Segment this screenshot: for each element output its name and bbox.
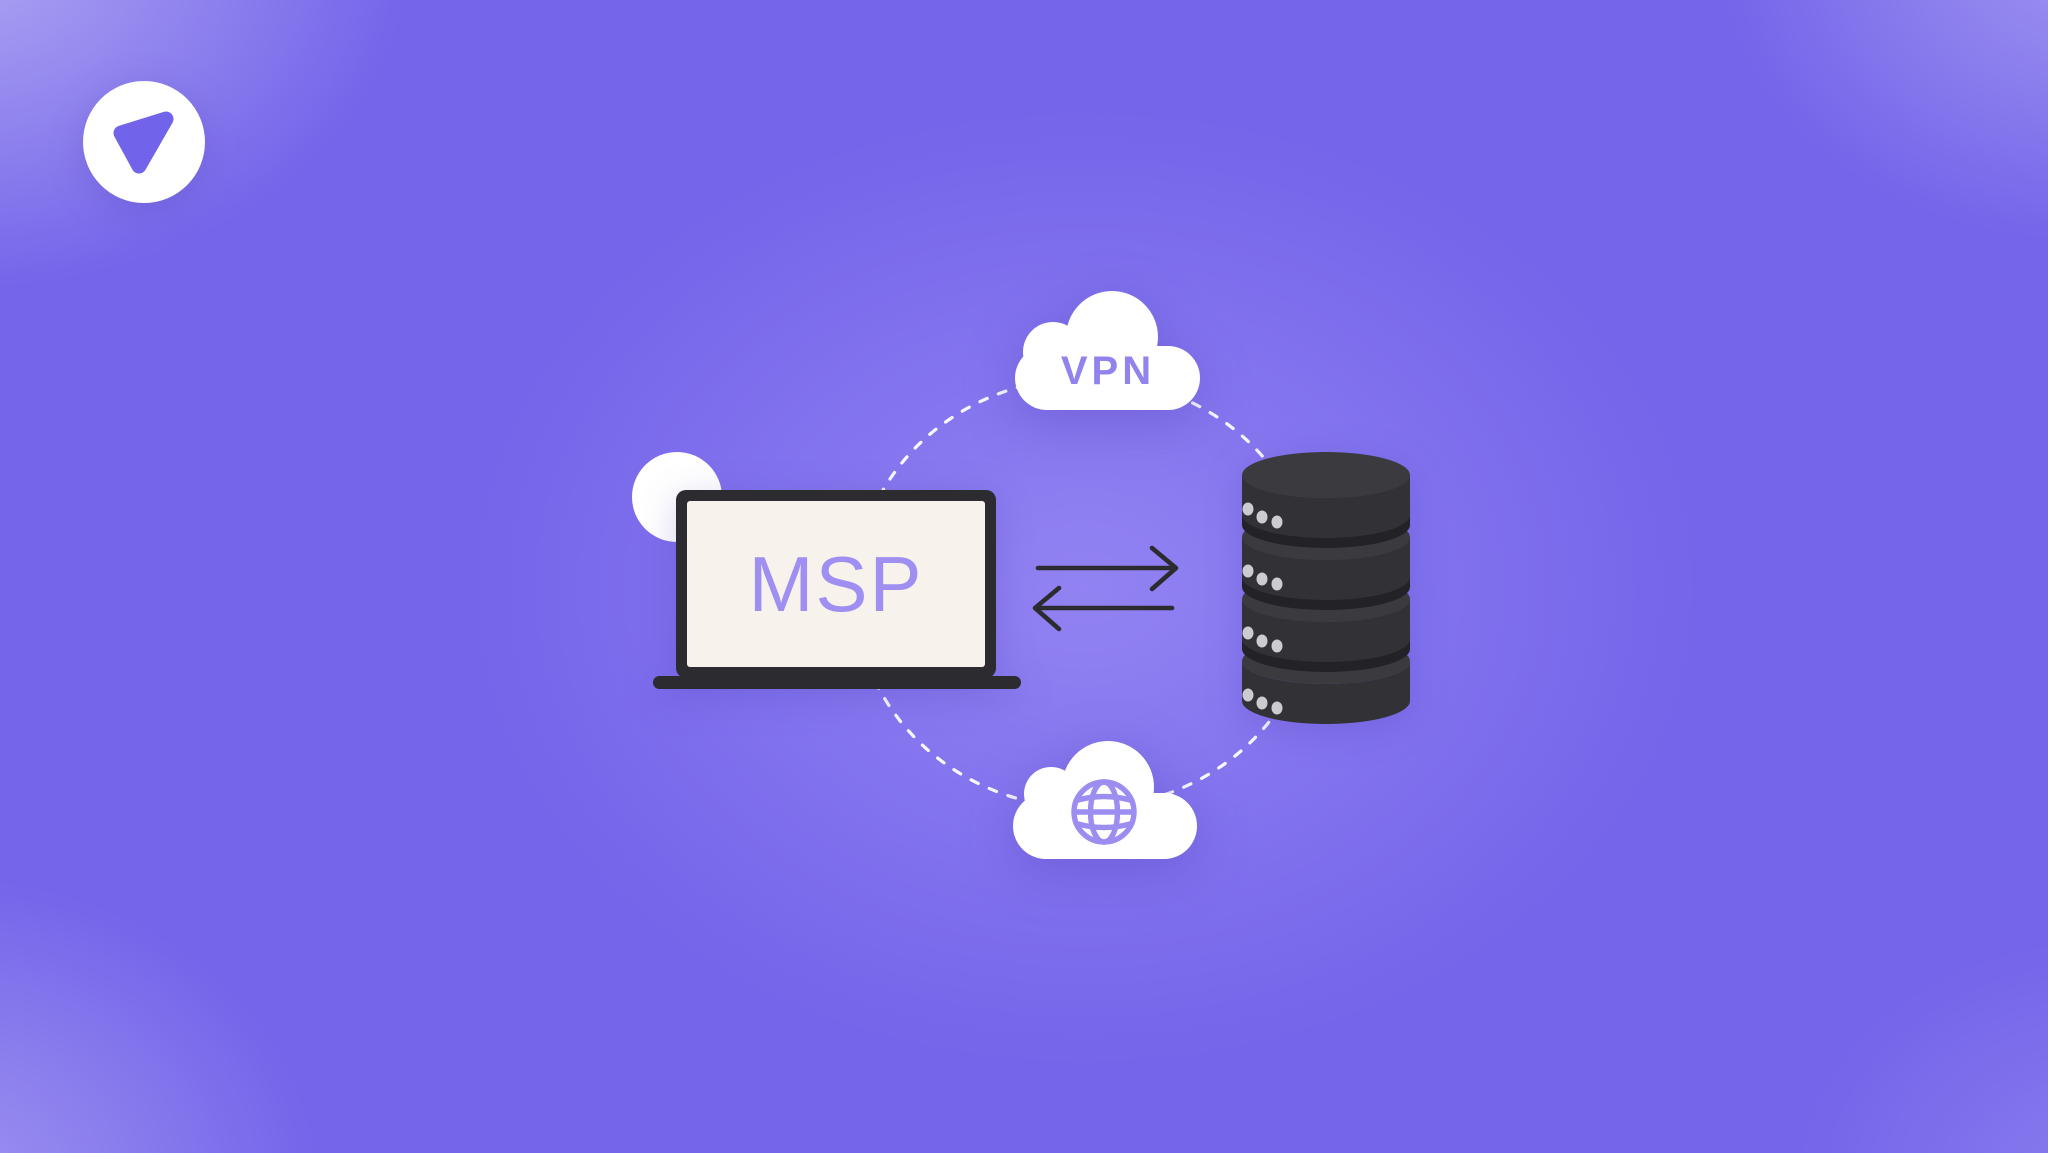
server-led [1271, 639, 1283, 653]
laptop-icon: MSP [653, 490, 1021, 689]
server-led [1256, 572, 1268, 586]
globe-icon [1071, 779, 1137, 845]
cloud-icon [1015, 291, 1200, 410]
server-disk [1242, 452, 1410, 548]
transfer-arrows-icon [1032, 545, 1179, 632]
server-led [1256, 634, 1268, 648]
laptop-base [653, 676, 1021, 689]
server-led [1256, 510, 1268, 524]
server-led [1271, 577, 1283, 591]
server-led [1242, 502, 1254, 516]
server-led [1242, 626, 1254, 640]
server-led [1242, 564, 1254, 578]
server-led [1271, 515, 1283, 529]
server-led [1242, 688, 1254, 702]
laptop-label: MSP [748, 540, 923, 628]
arrow-left-icon [1032, 585, 1175, 632]
brand-logo [83, 81, 205, 203]
laptop-screen [687, 501, 985, 667]
database-server-icon [1242, 452, 1410, 724]
internet-cloud [1013, 741, 1197, 859]
server-led [1271, 701, 1283, 715]
vpn-cloud-label: VPN [1061, 349, 1155, 393]
arrow-right-icon [1035, 545, 1179, 592]
server-led [1256, 696, 1268, 710]
play-triangle-logo-icon [113, 111, 174, 174]
vpn-cloud: VPN [1015, 291, 1200, 410]
